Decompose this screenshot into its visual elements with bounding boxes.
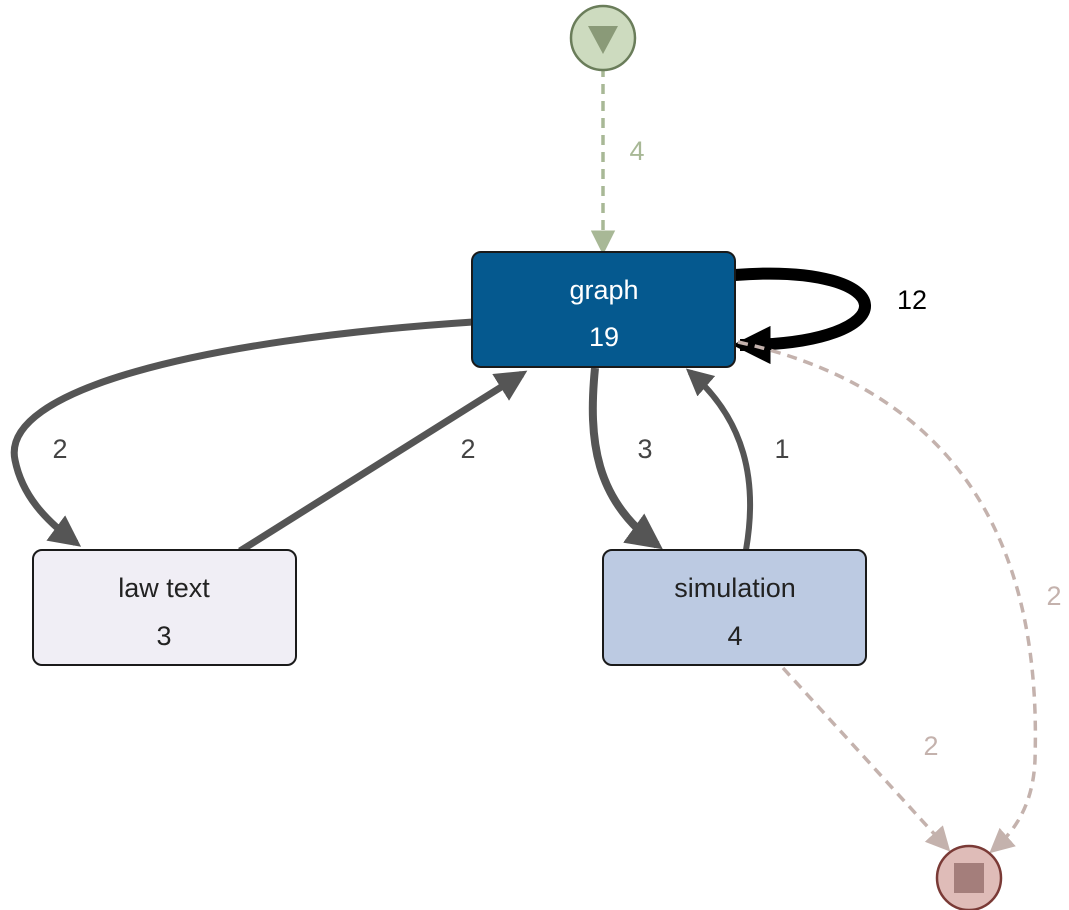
edge-label-simulation-end: 2 (923, 731, 938, 761)
edge-simulation-graph: 1 (685, 368, 790, 551)
edge-start-graph: 4 (590, 67, 645, 255)
start-triangle-icon (588, 26, 618, 54)
start-node[interactable] (569, 4, 637, 72)
activity-count-graph: 19 (589, 322, 619, 352)
activity-name-law-text: law text (118, 573, 210, 603)
edge-simulation-end: 2 (781, 666, 951, 852)
activity-node-graph[interactable]: graph 19 (471, 251, 736, 368)
end-square-icon (954, 863, 984, 893)
activity-node-law-text[interactable]: law text 3 (32, 549, 297, 666)
edge-label-simulation-graph: 1 (774, 434, 789, 464)
activity-name-simulation: simulation (674, 573, 796, 603)
edge-label-graph-simulation: 3 (637, 434, 652, 464)
edge-graph-end: 2 (737, 340, 1062, 854)
edge-law-text-graph: 2 (238, 370, 528, 554)
activity-name-graph: graph (569, 275, 638, 305)
edge-label-graph-end: 2 (1046, 581, 1061, 611)
end-node[interactable] (935, 844, 1003, 910)
edge-label-graph-graph: 12 (897, 285, 927, 315)
edge-label-start-graph: 4 (629, 136, 644, 166)
edge-graph-self-loop: 12 (732, 267, 927, 365)
activity-count-simulation: 4 (727, 621, 742, 651)
edge-graph-simulation: 3 (588, 367, 663, 550)
edge-label-graph-law-text: 2 (52, 434, 67, 464)
activity-count-law-text: 3 (156, 621, 171, 651)
edge-graph-law-text: 2 (10, 318, 474, 547)
edge-label-law-text-graph: 2 (460, 434, 475, 464)
activity-node-simulation[interactable]: simulation 4 (602, 549, 867, 666)
